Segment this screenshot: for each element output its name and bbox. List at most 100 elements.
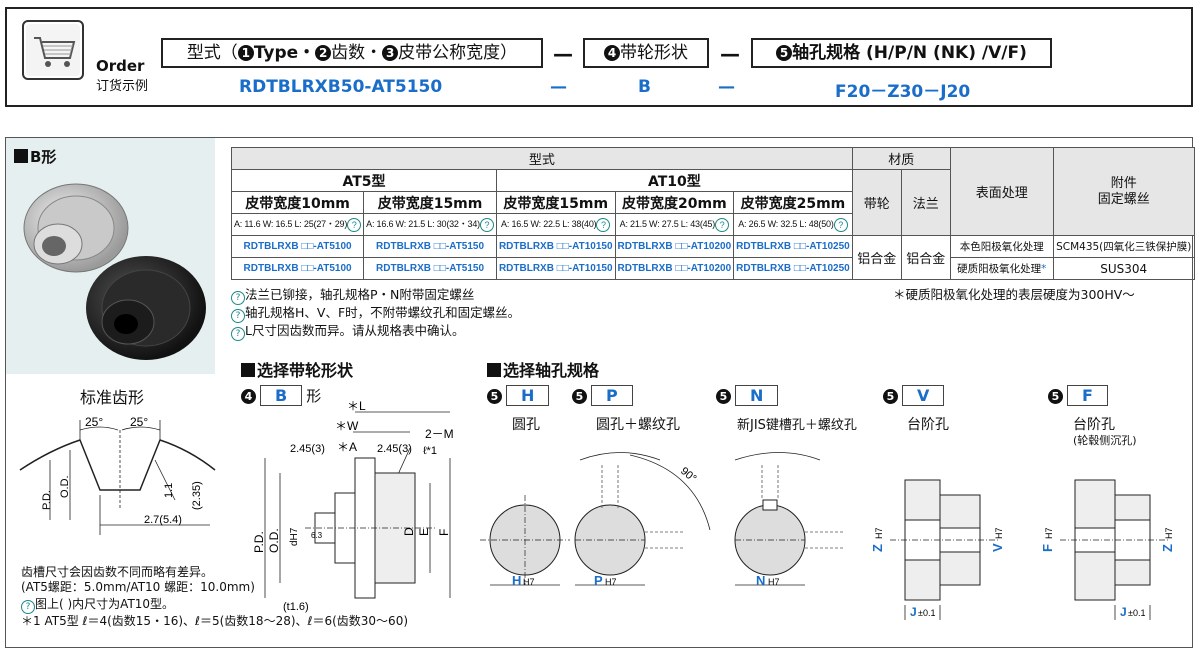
tooth-pd: P.D. <box>41 490 53 510</box>
shape-code-box: B <box>260 385 303 406</box>
bore-code-box: H <box>506 385 550 406</box>
order-value-type: RDTBLRXB50-AT5150 <box>239 77 443 97</box>
num-5-icon: 5 <box>776 45 793 61</box>
hardness-note: ＊硬质阳极氧化处理的表层硬度为300HV〜 <box>893 287 1135 302</box>
bore-v-dim: V <box>990 543 1005 552</box>
bore-f-tol: H7 <box>1044 527 1054 539</box>
bore-sub-f: (轮毂侧沉孔) <box>1073 434 1137 447</box>
tooth-dim-1: 1.1 <box>163 483 175 498</box>
th-pulley: 带轮 <box>851 169 902 236</box>
dim-od: O.D. <box>267 528 281 553</box>
part-number[interactable]: RDTBLRXB □□-AT10250 <box>733 235 853 258</box>
part-number[interactable]: RDTBLRXB □□-AT10200 <box>614 257 735 280</box>
lightbulb-icon: ? <box>231 291 245 305</box>
num-4-icon: 4 <box>604 45 620 61</box>
part-number[interactable]: RDTBLRXB □□-AT5150 <box>363 257 497 280</box>
attachment-2: SUS304 <box>1052 257 1195 280</box>
tooth-angle-2: 25° <box>130 415 148 429</box>
bore-f-drawing: F H7 Z H7 J ±0.1 <box>1040 479 1175 620</box>
dim-f: F <box>437 529 451 536</box>
lightbulb-icon: ? <box>231 327 245 341</box>
bore-section-title: 选择轴孔规格 <box>487 357 599 381</box>
bore-drawings: H H7 90° P H7 N H7 Z H7 <box>480 452 1175 620</box>
surface-treatment-2: 硬质阳极氧化处理* <box>949 257 1054 280</box>
bore-f-j-tol: ±0.1 <box>1128 608 1145 618</box>
th-surface: 表面处理 <box>949 147 1054 236</box>
bore-v-z: Z <box>870 544 885 552</box>
tooth-angle-1: 25° <box>85 415 103 429</box>
dim-pd: P.D. <box>252 531 266 553</box>
dim-l: ＊L <box>347 399 366 413</box>
num-3-icon: 3 <box>382 45 399 61</box>
order-label-cn: 订货示例 <box>96 79 149 94</box>
num-5-icon: 5 <box>883 389 898 404</box>
spec-table: 型式 材质 表面处理 附件 固定螺丝 AT5型 AT10型 带轮 法兰 皮带宽度… <box>230 147 1195 280</box>
dim-63: 6.3 <box>311 531 323 540</box>
bore-desc-f: 台阶孔 <box>1073 417 1115 433</box>
tooth-od: O.D. <box>59 475 71 498</box>
th-width: 皮带宽度15mm <box>363 191 497 214</box>
part-number[interactable]: RDTBLRXB □□-AT5100 <box>230 257 365 280</box>
shape-section-title: 选择带轮形状 <box>241 357 353 381</box>
bore-code-box: V <box>902 385 945 406</box>
bore-p-dim: P <box>594 573 603 588</box>
th-width: 皮带宽度15mm <box>495 191 616 214</box>
part-number[interactable]: RDTBLRXB □□-AT10250 <box>733 257 853 280</box>
bore-h-dim: H <box>512 573 521 588</box>
attachment-1: SCM435(四氧化三铁保护膜) <box>1052 235 1195 258</box>
bore-f-z-tol: H7 <box>1164 527 1174 539</box>
num-5-icon: 5 <box>572 389 587 404</box>
bore-n-drawing: N H7 <box>734 452 845 588</box>
b-shape-drawing: ＊L ＊W ＊A 2.45(3) 2.45(3) 2－M ℓ*1 P.D. O.… <box>252 399 454 613</box>
order-dash-1: — <box>553 42 573 66</box>
bore-code-box: F <box>1067 385 1108 406</box>
num-5-icon: 5 <box>1048 389 1063 404</box>
dim-e: E <box>417 528 431 536</box>
bore-n-tol: H7 <box>768 577 780 587</box>
dim-a: ＊A <box>337 440 357 454</box>
lightbulb-icon: ? <box>347 218 362 232</box>
dim-cell: A: 16.6 W: 21.5 L: 30(32・34)? <box>363 213 497 236</box>
part-number[interactable]: RDTBLRXB □□-AT5150 <box>363 235 497 258</box>
dim-cell: A: 16.5 W: 22.5 L: 38(40)? <box>495 213 616 236</box>
th-width: 皮带宽度10mm <box>230 191 365 214</box>
order-example-box <box>5 7 1193 107</box>
tooth-title: 标准齿形 <box>80 388 145 407</box>
order-value-dash-2: — <box>718 77 735 97</box>
dim-d: D <box>402 527 416 536</box>
dim-cell: A: 26.5 W: 32.5 L: 48(50)? <box>733 213 853 236</box>
dim-cell: A: 11.6 W: 16.5 L: 25(27・29)? <box>230 213 365 236</box>
num-4-icon: 4 <box>241 389 256 404</box>
dim-dh7: dH7 <box>289 527 300 546</box>
bore-desc-n: 新JIS键槽孔＋螺纹孔 <box>737 418 857 433</box>
order-value-shape: B <box>638 77 651 97</box>
bore-v-j: J <box>910 605 917 619</box>
part-number[interactable]: RDTBLRXB □□-AT10200 <box>614 235 735 258</box>
bore-p-angle: 90° <box>678 465 698 485</box>
order-value-bore: F20－Z30－J20 <box>835 82 971 102</box>
bore-v-j-tol: ±0.1 <box>918 608 935 618</box>
part-number[interactable]: RDTBLRXB □□-AT10150 <box>495 257 616 280</box>
dim-245-right: 2.45(3) <box>377 443 412 455</box>
tooth-notes: 齿槽尺寸会因齿数不同而略有差异。 (AT5螺距：5.0mm/AT10 螺距：10… <box>21 565 409 628</box>
surface-treatment-1: 本色阳极氧化处理 <box>949 235 1054 258</box>
bore-f-z: Z <box>1160 544 1175 552</box>
bore-h-tol: H7 <box>523 577 535 587</box>
th-width: 皮带宽度25mm <box>733 191 853 214</box>
part-number[interactable]: RDTBLRXB □□-AT5100 <box>230 235 365 258</box>
tooth-dim-3: 2.7(5.4) <box>144 514 182 526</box>
material-pulley: 铝合金 <box>851 235 902 280</box>
part-number[interactable]: RDTBLRXB □□-AT10150 <box>495 235 616 258</box>
dim-245-left: 2.45(3) <box>290 443 325 455</box>
tooth-dim-2: (2.35) <box>191 481 203 510</box>
bore-p-tol: H7 <box>605 577 617 587</box>
